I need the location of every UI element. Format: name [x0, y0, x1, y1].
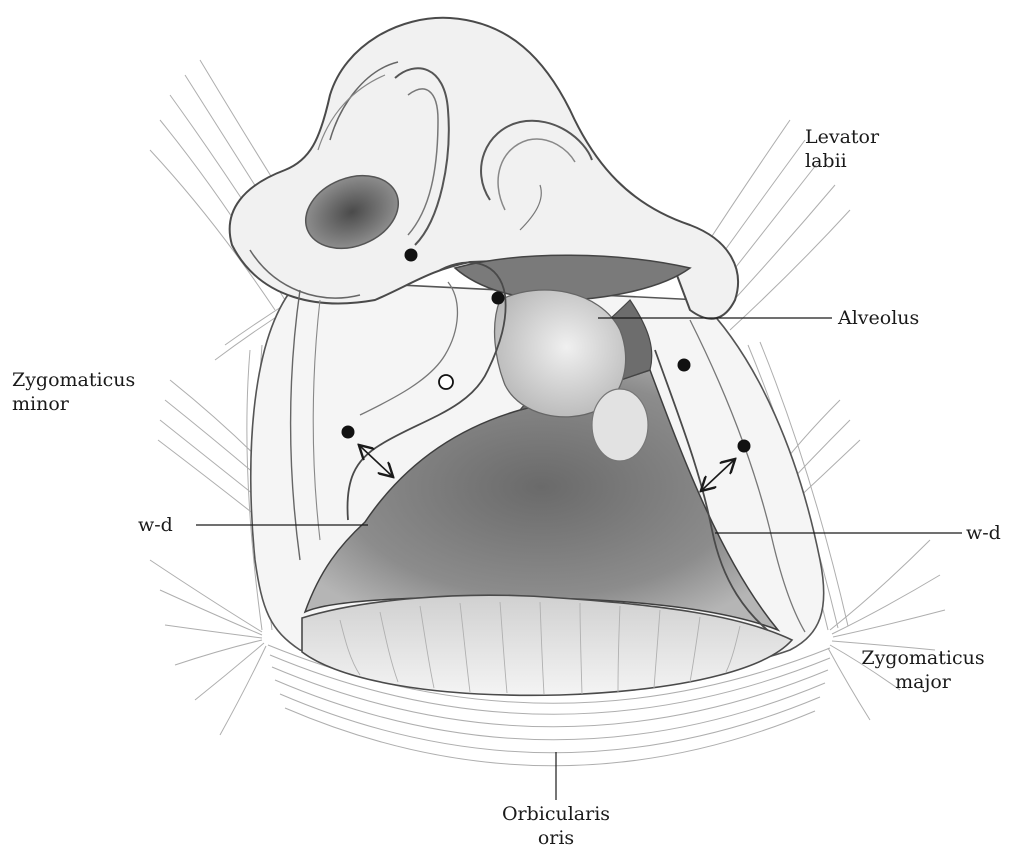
landmark-dot — [492, 292, 505, 305]
landmark-dot-open — [439, 375, 453, 389]
label-wd-left: w-d — [138, 513, 173, 537]
landmark-dot — [405, 249, 418, 262]
label-wd-right: w-d — [966, 521, 1001, 545]
label-zygomaticus-minor: Zygomaticus minor — [12, 368, 135, 416]
landmark-dot — [678, 359, 691, 372]
label-levator-labii: Levator labii — [805, 125, 879, 173]
label-orbicularis-oris: Orbicularis oris — [486, 802, 626, 850]
nose — [230, 18, 738, 319]
label-alveolus: Alveolus — [838, 306, 919, 330]
landmark-dot — [738, 440, 751, 453]
label-zygomaticus-major: Zygomaticus major — [858, 646, 988, 694]
landmark-dot — [342, 426, 355, 439]
